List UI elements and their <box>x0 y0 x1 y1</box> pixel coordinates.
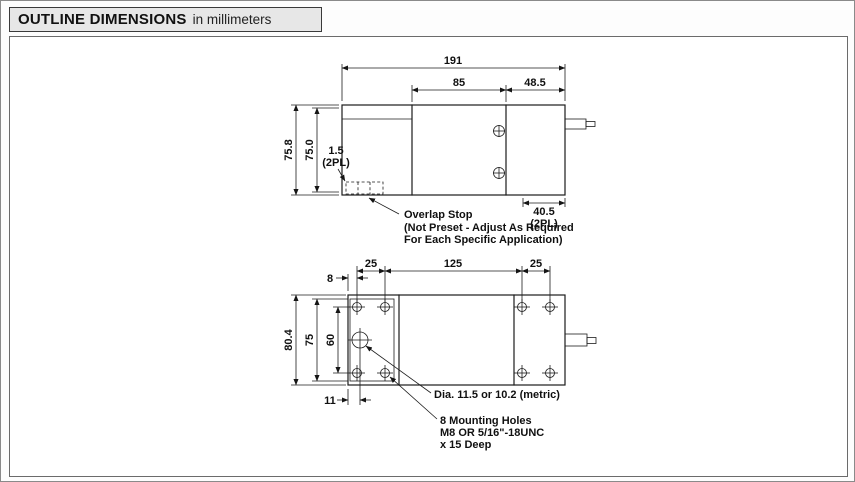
callout-line: (Not Preset - Adjust As Required <box>404 222 574 234</box>
dim-hole-row-spacing: 60 <box>325 306 350 374</box>
cable-icon <box>564 118 596 130</box>
dim-label: 191 <box>444 55 462 67</box>
center-hole <box>348 328 372 352</box>
drawing-area: 191 85 48.5 75.8 <box>9 36 848 477</box>
dim-note: (2PL) <box>322 157 350 169</box>
outline-drawing: 191 85 48.5 75.8 <box>283 55 597 451</box>
dim-label: 8 <box>327 273 333 285</box>
dim-label: 25 <box>530 258 542 270</box>
dim-right-drop: 40.5 (2PL) <box>522 198 566 230</box>
overlap-stop-plate <box>345 181 384 195</box>
dim-label: 75.8 <box>283 139 295 160</box>
screw-icon <box>493 167 505 179</box>
dim-overall-depth: 80.4 <box>283 294 346 386</box>
side-view-body <box>341 104 566 196</box>
dim-label: 40.5 <box>533 206 554 218</box>
page-subtitle: in millimeters <box>192 12 272 27</box>
dim-label: 80.4 <box>283 328 295 350</box>
overlap-stop-callout: Overlap Stop (Not Preset - Adjust As Req… <box>368 197 574 246</box>
mounting-hole <box>514 365 530 381</box>
dim-plate-depth: 75 <box>304 298 348 382</box>
dim-body-height: 75.0 <box>304 107 339 193</box>
dim-label: 11 <box>324 395 336 407</box>
dim-hole-edge-offset: 11 <box>324 352 371 407</box>
diameter-callout: Dia. 11.5 or 10.2 (metric) <box>365 345 560 401</box>
dim-label: 48.5 <box>524 77 545 89</box>
dim-label: 85 <box>453 77 465 89</box>
dim-label: 1.5 <box>328 145 343 157</box>
dim-center-width: 85 <box>411 77 507 102</box>
side-view: 191 85 48.5 75.8 <box>283 55 596 246</box>
dim-label: 60 <box>325 334 337 346</box>
dim-label: 25 <box>365 258 377 270</box>
page-title: OUTLINE DIMENSIONS <box>18 11 187 28</box>
callout-line: Overlap Stop <box>404 209 473 221</box>
dim-note: (2PL) <box>530 218 558 230</box>
callout-line: x 15 Deep <box>440 439 492 451</box>
mounting-hole <box>349 365 365 381</box>
dim-right-width: 48.5 <box>505 77 566 93</box>
dim-overall-width: 191 <box>341 55 566 101</box>
callout-line: 8 Mounting Holes <box>440 415 532 427</box>
header: OUTLINE DIMENSIONS in millimeters <box>9 7 322 32</box>
dim-right-hole-spacing: 25 <box>521 258 551 302</box>
callout-line: For Each Specific Application) <box>404 234 563 246</box>
plan-view: 8 25 125 25 <box>283 258 597 451</box>
callout-line: Dia. 11.5 or 10.2 (metric) <box>434 389 560 401</box>
dim-gap: 1.5 (2PL) <box>322 145 350 182</box>
screw-icon <box>493 125 505 137</box>
callout-line: M8 OR 5/16"-18UNC <box>440 427 544 439</box>
dim-label: 75 <box>304 334 316 346</box>
dim-label: 125 <box>444 258 462 270</box>
dim-overall-height: 75.8 <box>283 104 339 196</box>
mounting-hole <box>377 365 393 381</box>
mounting-holes-callout: 8 Mounting Holes M8 OR 5/16"-18UNC x 15 … <box>389 376 544 451</box>
dim-label: 75.0 <box>304 139 316 160</box>
mounting-hole <box>542 365 558 381</box>
cable-icon <box>564 333 597 347</box>
